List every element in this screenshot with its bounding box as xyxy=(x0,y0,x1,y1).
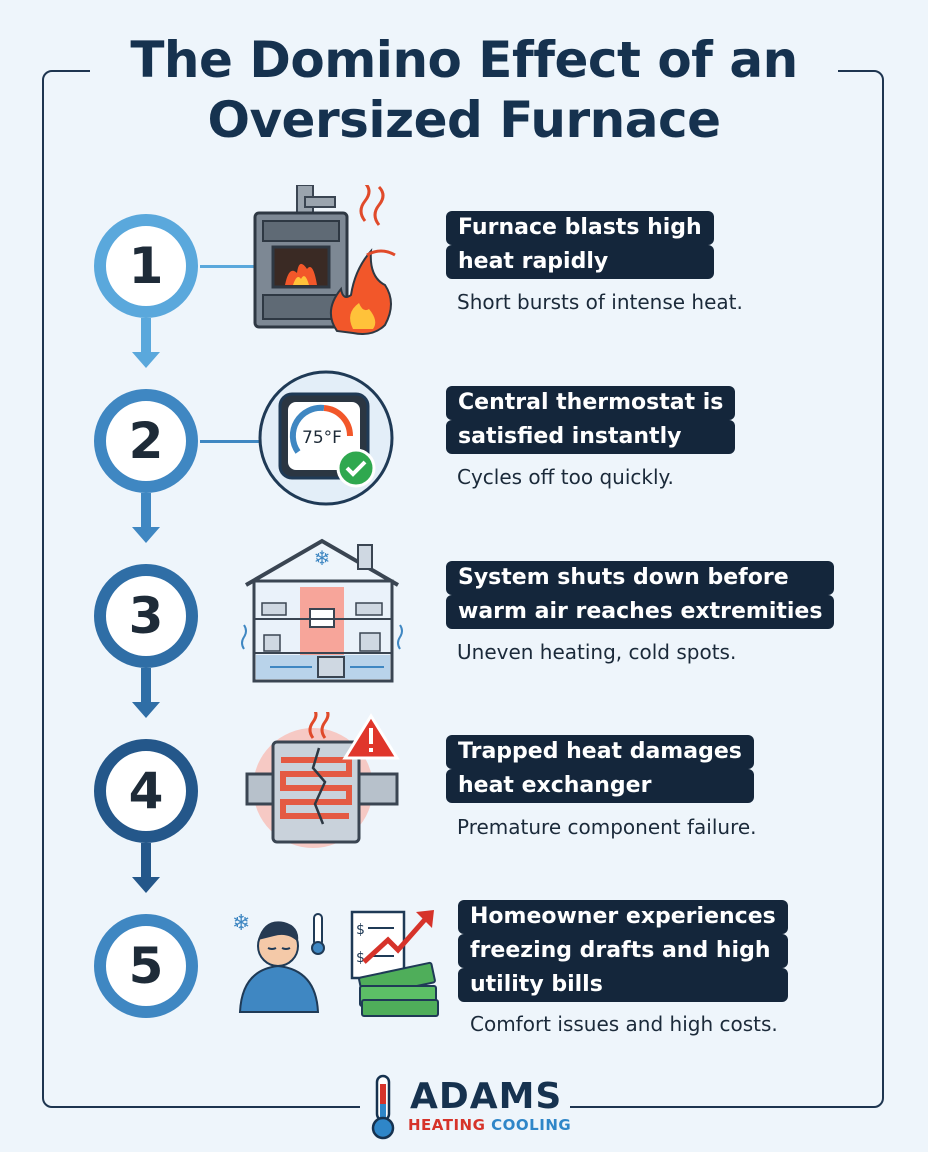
svg-text:$: $ xyxy=(356,950,365,966)
step-1-heading: Furnace blasts high heat rapidly xyxy=(446,211,714,279)
step-4-heading: Trapped heat damages heat exchanger xyxy=(446,735,754,803)
step-5-description: Comfort issues and high costs. xyxy=(470,1012,778,1036)
title-line-2: Oversized Furnace xyxy=(207,91,721,149)
step-4-heading-line-1: Trapped heat damages xyxy=(446,735,754,769)
arrow-2-3 xyxy=(132,527,160,543)
step-1-number: 1 xyxy=(94,214,198,318)
arrow-1-2 xyxy=(132,352,160,368)
cracked-heat-exchanger-icon xyxy=(245,712,400,848)
step-1-description: Short bursts of intense heat. xyxy=(457,290,743,314)
logo-subtitle: HEATING COOLING xyxy=(408,1116,571,1134)
step-5-heading: Homeowner experiences freezing drafts an… xyxy=(458,900,788,1002)
house-airflow-icon: ❄ xyxy=(241,538,403,683)
step-1-heading-line-1: Furnace blasts high xyxy=(446,211,714,245)
thermostat-icon: 75°F xyxy=(258,370,394,506)
thermostat-reading: 75°F xyxy=(302,428,342,448)
step-2-description: Cycles off too quickly. xyxy=(457,465,674,489)
step-2-heading-line-2: satisfied instantly xyxy=(446,420,736,454)
connector-3-4 xyxy=(141,668,151,710)
step-2-heading-line-1: Central thermostat is xyxy=(446,386,736,420)
step-3-heading: System shuts down before warm air reache… xyxy=(446,561,835,629)
step-4-number: 4 xyxy=(94,739,198,843)
svg-text:❄: ❄ xyxy=(232,911,250,936)
step-5-heading-line-1: Homeowner experiences xyxy=(458,900,788,934)
thermometer-logo-icon xyxy=(371,1074,395,1140)
connector-2-3 xyxy=(141,493,151,535)
step-4-heading-line-2: heat exchanger xyxy=(446,769,754,803)
logo-name: ADAMS xyxy=(410,1076,563,1117)
step-3-heading-line-1: System shuts down before xyxy=(446,561,835,595)
step-5-number: 5 xyxy=(94,914,198,1018)
connector-1-2 xyxy=(141,318,151,360)
logo-sub-cooling: COOLING xyxy=(491,1116,572,1134)
connector-4-5 xyxy=(141,843,151,885)
page-title: The Domino Effect of an Oversized Furnac… xyxy=(0,30,928,150)
step-3-description: Uneven heating, cold spots. xyxy=(457,640,737,664)
link-line-2 xyxy=(200,440,260,443)
link-line-1 xyxy=(200,265,255,268)
logo-sub-heating: HEATING xyxy=(408,1116,486,1134)
logo-backdrop xyxy=(360,1070,570,1142)
step-1-heading-line-2: heat rapidly xyxy=(446,245,714,279)
step-3-heading-line-2: warm air reaches extremities xyxy=(446,595,835,629)
title-backdrop xyxy=(90,40,838,160)
step-4-description: Premature component failure. xyxy=(457,815,757,839)
svg-text:❄: ❄ xyxy=(314,546,331,570)
title-line-1: The Domino Effect of an xyxy=(130,31,798,89)
cold-homeowner-bills-icon: ❄ $ $ xyxy=(232,910,439,1017)
step-5-heading-line-3: utility bills xyxy=(458,968,788,1002)
svg-text:$: $ xyxy=(356,922,365,938)
arrow-3-4 xyxy=(132,702,160,718)
furnace-fire-icon xyxy=(253,185,396,335)
step-3-number: 3 xyxy=(94,564,198,668)
step-2-number: 2 xyxy=(94,389,198,493)
arrow-4-5 xyxy=(132,877,160,893)
step-5-heading-line-2: freezing drafts and high xyxy=(458,934,788,968)
step-2-heading: Central thermostat is satisfied instantl… xyxy=(446,386,736,454)
